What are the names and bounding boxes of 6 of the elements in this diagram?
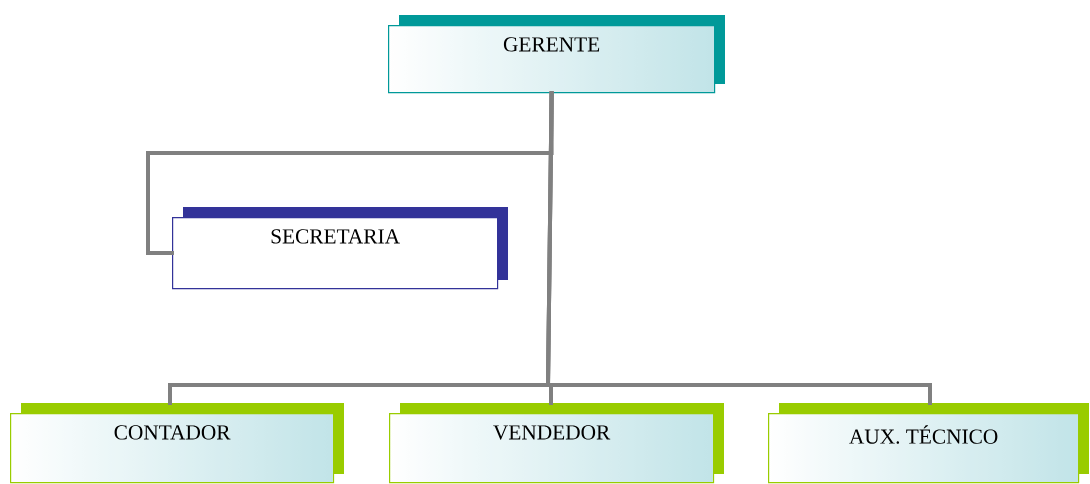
- org-box: SECRETARIA: [172, 207, 508, 290]
- connector-line: [545, 91, 932, 405]
- org-box: AUX. TÉCNICO: [768, 403, 1089, 484]
- org-box: GERENTE: [388, 15, 725, 94]
- org-box: VENDEDOR: [389, 403, 724, 484]
- org-box: CONTADOR: [10, 403, 344, 484]
